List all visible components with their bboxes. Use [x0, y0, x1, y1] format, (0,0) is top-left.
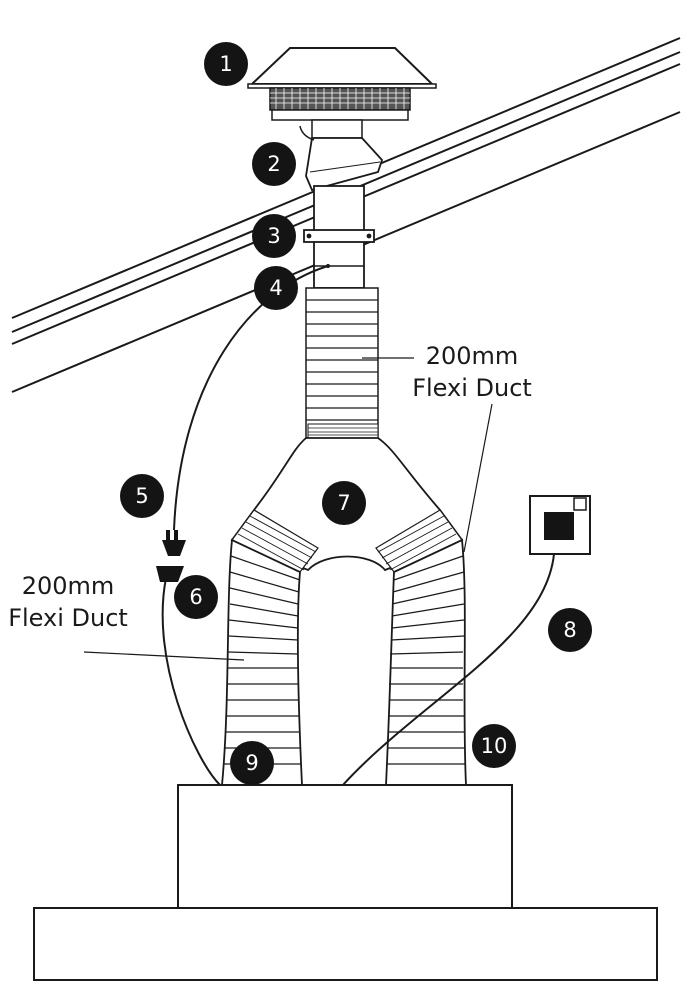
- callout-4-number: 4: [269, 276, 282, 300]
- left-duct-label-size: 200mm: [22, 572, 115, 600]
- callout-1-number: 1: [219, 52, 232, 76]
- callout-3-number: 3: [267, 224, 280, 248]
- callout-3: 3: [252, 214, 296, 258]
- roof-flashing: [299, 125, 384, 192]
- power-cable: [161, 265, 329, 786]
- callout-4: 4: [254, 266, 298, 310]
- callout-5: 5: [120, 474, 164, 518]
- callout-7-number: 7: [337, 491, 350, 515]
- callout-6-number: 6: [189, 585, 202, 609]
- callout-2-number: 2: [267, 152, 280, 176]
- callout-9: 9: [230, 741, 274, 785]
- callout-6: 6: [174, 575, 218, 619]
- top-duct-label-type: Flexi Duct: [412, 374, 532, 402]
- leader-lines: [83, 357, 493, 661]
- callout-5-number: 5: [135, 484, 148, 508]
- left-duct-label-type: Flexi Duct: [8, 604, 128, 632]
- top-duct-label-size: 200mm: [426, 342, 519, 370]
- callout-8-number: 8: [563, 618, 576, 642]
- callout-1: 1: [204, 42, 248, 86]
- callout-8: 8: [548, 608, 592, 652]
- power-plug: [156, 530, 186, 582]
- callout-10-number: 10: [481, 734, 508, 758]
- wall-switch: [341, 495, 591, 787]
- top-flexi-duct: [305, 287, 379, 439]
- rigid-pipe: [303, 185, 375, 289]
- right-flexi-duct: [385, 538, 467, 786]
- ceiling-box: [33, 784, 658, 981]
- roof-cowl: [247, 47, 437, 139]
- callout-2: 2: [252, 142, 296, 186]
- callout-7: 7: [322, 481, 366, 525]
- callout-9-number: 9: [245, 751, 258, 775]
- callout-10: 10: [472, 724, 516, 768]
